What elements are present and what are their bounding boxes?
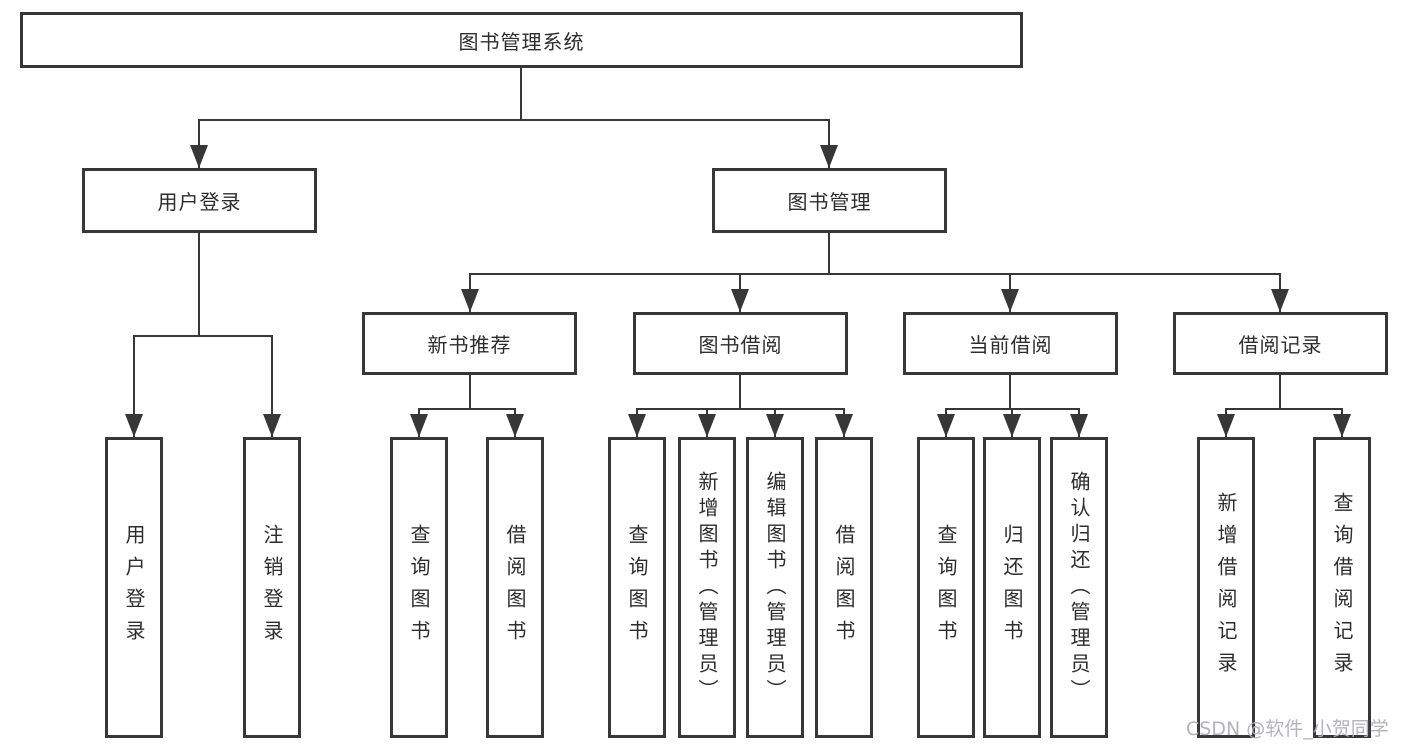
csdn-watermark: CSDN @软件_小贺同学 [1186,718,1389,740]
connector-line [469,273,1281,275]
connector-line [469,375,471,409]
connector-line [418,408,516,410]
node-root: 图书管理系统 [20,12,1023,68]
arrowhead-down [263,414,281,437]
connector-line [828,119,830,168]
arrowhead-down [1003,414,1021,437]
connector-line [133,335,135,437]
connector-line [1225,408,1343,410]
connector-line [198,119,200,168]
connector-line [739,375,741,409]
connector-line [520,66,522,119]
node-borrowing-records: 借阅记录 [1173,312,1388,375]
arrowhead-down [731,289,749,312]
arrowhead-down [1217,414,1235,437]
leaf-records-add-record: 新增借阅记录 [1197,437,1255,738]
arrowhead-down [937,414,955,437]
node-book-borrowing: 图书借阅 [633,312,848,375]
connector-line [1009,375,1011,409]
leaf-current-return-books: 归还图书 [983,437,1041,738]
arrowhead-down [766,414,784,437]
connector-line [198,119,830,121]
leaf-borrowing-add-books: 新增图书（管理员） [678,437,736,738]
node-user-login: 用户登录 [82,168,317,233]
node-new-book-recommend: 新书推荐 [362,312,577,375]
leaf-borrowing-edit-books: 编辑图书（管理员） [746,437,804,738]
node-current-borrowing: 当前借阅 [903,312,1118,375]
arrowhead-down [820,145,838,168]
leaf-records-query-record: 查询借阅记录 [1313,437,1371,738]
arrowhead-down [190,145,208,168]
arrowhead-down [1001,289,1019,312]
connector-line [271,335,273,437]
arrowhead-down [628,414,646,437]
connector-line [133,335,273,337]
leaf-recommend-borrow-books: 借阅图书 [486,437,544,738]
connector-line [636,408,845,410]
leaf-recommend-query-books: 查询图书 [390,437,448,738]
leaf-current-confirm-return: 确认归还（管理员） [1050,437,1108,738]
arrowhead-down [1070,414,1088,437]
arrowhead-down [1271,289,1289,312]
connector-line [828,233,830,275]
arrowhead-down [506,414,524,437]
leaf-user-login: 用户登录 [105,437,163,738]
arrowhead-down [835,414,853,437]
arrowhead-down [125,414,143,437]
connector-line [198,233,200,335]
arrowhead-down [410,414,428,437]
node-book-management: 图书管理 [712,168,947,233]
connector-line [1279,375,1281,409]
arrowhead-down [1333,414,1351,437]
arrowhead-down [461,289,479,312]
leaf-borrowing-query-books: 查询图书 [608,437,666,738]
leaf-logout: 注销登录 [243,437,301,738]
arrowhead-down [698,414,716,437]
leaf-current-query-books: 查询图书 [917,437,975,738]
leaf-borrowing-borrow-books: 借阅图书 [815,437,873,738]
